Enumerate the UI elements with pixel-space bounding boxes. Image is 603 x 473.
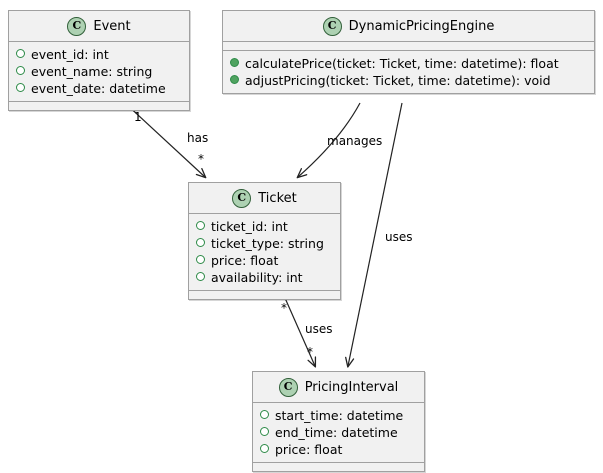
edge-label-uses-engine: uses — [385, 230, 413, 244]
public-attribute-icon — [16, 49, 25, 58]
attribute-row: price: float — [260, 441, 418, 458]
class-box-ticket[interactable]: C Ticket ticket_id: int ticket_type: str… — [188, 182, 341, 300]
class-title-dynamic-pricing-engine: DynamicPricingEngine — [348, 18, 495, 34]
public-attribute-icon — [16, 66, 25, 75]
class-box-pricing-interval[interactable]: C PricingInterval start_time: datetime e… — [252, 371, 425, 472]
class-header-event: C Event — [9, 11, 189, 41]
attribute-row: event_id: int — [16, 46, 183, 63]
attributes-compartment-event: event_id: int event_name: string event_d… — [9, 41, 189, 101]
public-attribute-icon — [260, 410, 269, 419]
attributes-compartment-ticket: ticket_id: int ticket_type: string price… — [189, 213, 340, 290]
methods-compartment-ticket — [189, 290, 340, 299]
class-badge-icon: C — [278, 377, 298, 397]
multiplicity-ticket-source: * — [281, 301, 287, 315]
class-header-pricing-interval: C PricingInterval — [253, 372, 424, 402]
class-badge-icon: C — [67, 16, 87, 36]
class-box-event[interactable]: C Event event_id: int event_name: string… — [8, 10, 190, 111]
class-badge-icon: C — [232, 188, 252, 208]
attribute-label: event_name: string — [31, 64, 153, 79]
methods-compartment-dynamic-pricing-engine: calculatePrice(ticket: Ticket, time: dat… — [223, 50, 594, 93]
public-attribute-icon — [260, 427, 269, 436]
attributes-compartment-pricing-interval: start_time: datetime end_time: datetime … — [253, 402, 424, 462]
attribute-row: start_time: datetime — [260, 407, 418, 424]
attribute-label: event_id: int — [31, 47, 109, 62]
methods-compartment-pricing-interval — [253, 462, 424, 471]
attribute-label: event_date: datetime — [31, 81, 166, 96]
public-attribute-icon — [16, 83, 25, 92]
public-attribute-icon — [260, 444, 269, 453]
public-attribute-icon — [196, 221, 205, 230]
class-badge-icon: C — [322, 16, 342, 36]
attribute-row: end_time: datetime — [260, 424, 418, 441]
method-row: calculatePrice(ticket: Ticket, time: dat… — [230, 55, 588, 72]
class-header-dynamic-pricing-engine: C DynamicPricingEngine — [223, 11, 594, 41]
attribute-row: ticket_id: int — [196, 218, 334, 235]
attribute-label: price: float — [275, 442, 343, 457]
public-method-icon — [230, 75, 239, 84]
method-row: adjustPricing(ticket: Ticket, time: date… — [230, 72, 588, 89]
public-attribute-icon — [196, 272, 205, 281]
class-header-ticket: C Ticket — [189, 183, 340, 213]
edge-label-uses-ticket: uses — [305, 322, 333, 336]
attribute-row: availability: int — [196, 269, 334, 286]
attribute-label: end_time: datetime — [275, 425, 398, 440]
edge-label-has: has — [187, 131, 209, 145]
attribute-label: price: float — [211, 253, 279, 268]
class-title-ticket: Ticket — [258, 190, 297, 206]
multiplicity-ticket-target: * — [198, 152, 204, 166]
edge-label-manages: manages — [327, 134, 383, 148]
multiplicity-event-source: 1 — [134, 110, 142, 124]
attribute-row: event_date: datetime — [16, 80, 183, 97]
attribute-row: price: float — [196, 252, 334, 269]
class-title-event: Event — [93, 18, 131, 34]
attribute-label: ticket_type: string — [211, 236, 324, 251]
methods-compartment-event — [9, 101, 189, 110]
attribute-label: ticket_id: int — [211, 219, 288, 234]
method-label: adjustPricing(ticket: Ticket, time: date… — [245, 73, 551, 88]
method-label: calculatePrice(ticket: Ticket, time: dat… — [245, 56, 559, 71]
attribute-label: availability: int — [211, 270, 303, 285]
class-title-pricing-interval: PricingInterval — [304, 379, 399, 395]
attribute-row: ticket_type: string — [196, 235, 334, 252]
attributes-compartment-dynamic-pricing-engine — [223, 41, 594, 50]
public-method-icon — [230, 58, 239, 67]
public-attribute-icon — [196, 255, 205, 264]
multiplicity-pricinginterval-target: * — [307, 345, 313, 359]
attribute-row: event_name: string — [16, 63, 183, 80]
class-box-dynamic-pricing-engine[interactable]: C DynamicPricingEngine calculatePrice(ti… — [222, 10, 595, 94]
attribute-label: start_time: datetime — [275, 408, 404, 423]
public-attribute-icon — [196, 238, 205, 247]
